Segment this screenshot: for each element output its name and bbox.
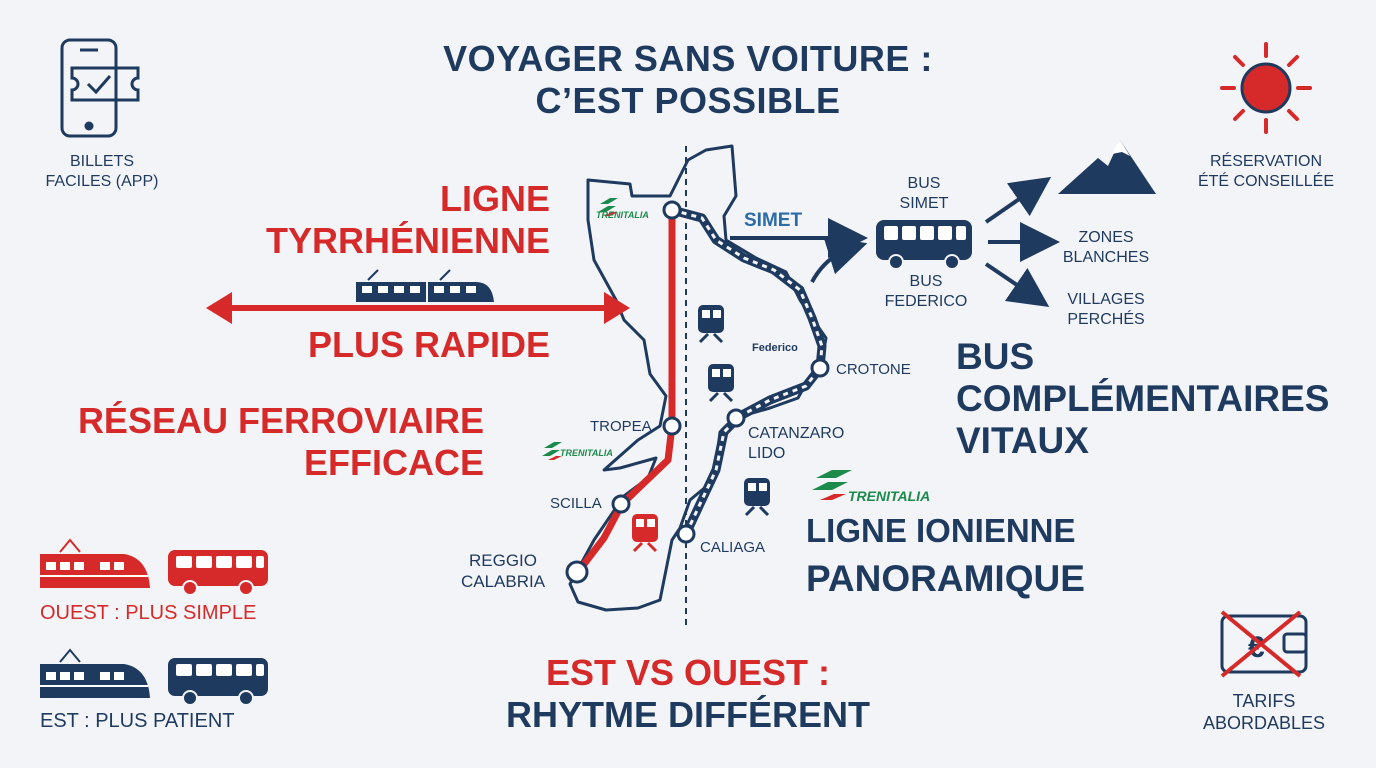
train-icon-3 [744, 478, 770, 517]
arrow-mountains [984, 176, 1052, 224]
train-icon-1 [698, 305, 724, 344]
station-reggio [565, 560, 589, 584]
trenitalia-brand: TRENITALIA [848, 488, 931, 504]
ionian-panoramic-label: PANORAMIQUE [806, 558, 1085, 599]
station-label-scilla: SCILLA [550, 495, 602, 512]
station-crotone [810, 358, 830, 378]
trenitalia-mark-mid [542, 442, 562, 460]
legend-west-bus-icon [168, 550, 268, 596]
trenitalia-logo-mark [812, 470, 852, 500]
bus-federico-label: BUS FEDERICO [884, 273, 968, 310]
destination-zones: ZONES BLANCHES [1062, 229, 1150, 266]
legend-east-bus-icon [168, 658, 268, 706]
bus-simet-label: BUS SIMET [899, 175, 949, 212]
trenitalia-label-mid: TRENITALIA [560, 448, 613, 458]
station-label-reggio: REGGIO CALABRIA [460, 551, 546, 591]
station-label-crotone: CROTONE [836, 361, 911, 378]
legend-west-label: OUEST : PLUS SIMPLE [40, 602, 257, 624]
station-north [662, 200, 682, 220]
tickets-label: BILLETS FACILES (APP) [45, 153, 159, 190]
speed-label: PLUS RAPIDE [307, 324, 550, 365]
train-icon-red [632, 514, 658, 553]
arrow-villages [984, 262, 1050, 307]
federico-logo: Federico [752, 342, 798, 354]
page-title: VOYAGER SANS VOITURE : C’EST POSSIBLE [0, 38, 1376, 122]
federico-arrow [810, 235, 868, 283]
bus-icon [876, 220, 972, 270]
station-tropea [662, 416, 682, 436]
ionian-line-name: LIGNE IONIENNE [806, 512, 1076, 549]
destination-villages: VILLAGES PERCHÉS [1067, 291, 1145, 328]
simet-logo: SIMET [744, 210, 803, 231]
bus-headline: BUS COMPLÉMENTAIRES VITAUX [956, 336, 1330, 461]
bottom-headline: EST VS OUEST : RHYTME DIFFÉRENT [506, 652, 870, 735]
station-catanzaro [726, 408, 746, 428]
summer-label: RÉSERVATION ÉTÉ CONSEILLÉE [1197, 153, 1335, 190]
wallet-crossed-icon: € [1220, 610, 1308, 678]
tyrrhenian-rail-line [574, 206, 676, 576]
station-label-caulonia: CALIAGA [700, 539, 766, 556]
trenitalia-mark-top [598, 198, 618, 216]
network-label: RÉSEAU FERROVIAIRE EFFICACE [77, 400, 484, 483]
title-line-2: C’EST POSSIBLE [535, 80, 841, 121]
station-label-catanzaro: CATANZARO LIDO [748, 425, 845, 462]
sun-icon [1220, 42, 1312, 134]
tyrrhenian-line-name: LIGNE TYRRHÉNIENNE [265, 178, 550, 261]
legend-east-label: EST : PLUS PATIENT [40, 710, 235, 732]
legend-east-train-icon [40, 648, 150, 698]
prices-label: TARIFS ABORDABLES [1202, 691, 1326, 733]
station-label-tropea: TROPEA [590, 418, 652, 435]
title-line-1: VOYAGER SANS VOITURE : [443, 38, 933, 79]
train-icon-large [356, 269, 494, 302]
train-icon-2 [708, 364, 734, 403]
phone-ticket-icon [60, 38, 140, 138]
mountain-icon [1058, 140, 1156, 194]
legend-west-train-icon [40, 538, 150, 588]
speed-double-arrow [206, 292, 630, 324]
trenitalia-label-top: TRENITALIA [596, 210, 649, 220]
station-scilla [611, 494, 631, 514]
station-caulonia [676, 524, 696, 544]
